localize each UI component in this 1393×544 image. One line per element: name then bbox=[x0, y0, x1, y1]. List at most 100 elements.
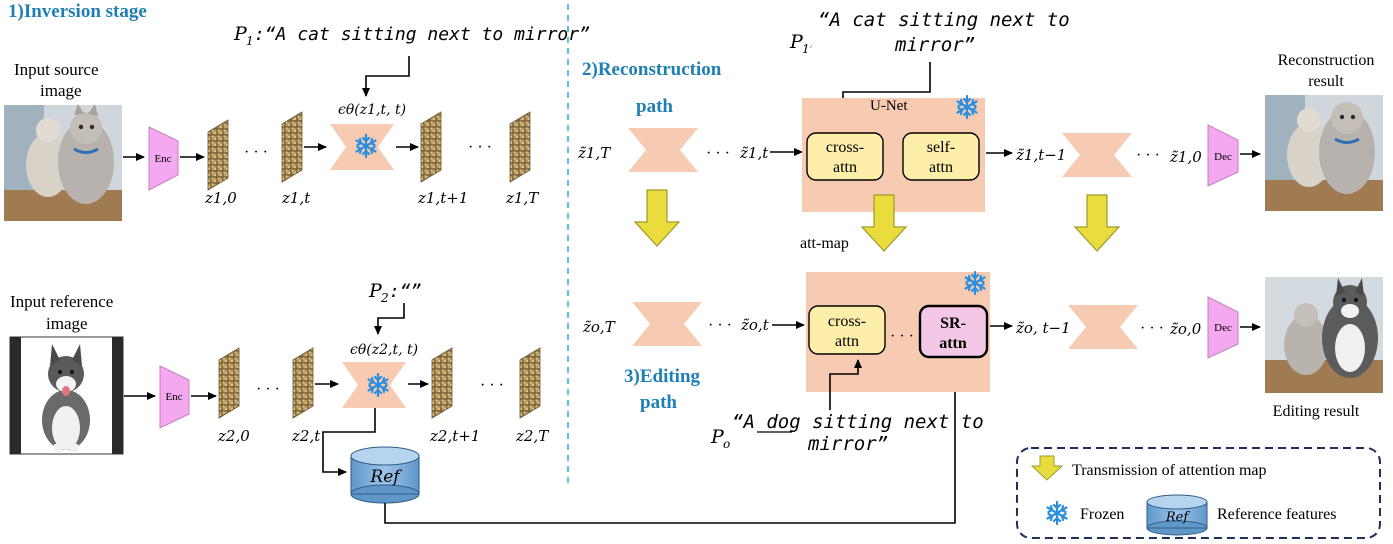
reconstruction-path-label: path bbox=[636, 96, 673, 117]
reference-image-label-line2: image bbox=[46, 314, 88, 333]
legend-transmission-label: Transmission of attention map bbox=[1072, 462, 1267, 479]
editing-result-image bbox=[1265, 277, 1383, 393]
edit-ellipsis-2: · · · bbox=[1140, 320, 1164, 337]
edit-prompt-var: P bbox=[710, 426, 725, 448]
edit-z-out: z̃o, t−1 bbox=[1015, 319, 1071, 337]
svg-text::: : bbox=[810, 43, 812, 50]
edit-small-unet-1 bbox=[632, 302, 702, 346]
recon-self-attn-box bbox=[902, 132, 980, 181]
editing-path-label: path bbox=[640, 392, 677, 413]
z-label-z2t1: z2,t+1 bbox=[429, 427, 480, 445]
unet-label: U-Net bbox=[870, 98, 908, 114]
recon-self-attn-line1: self- bbox=[927, 139, 955, 156]
z-label-z20: z2,0 bbox=[217, 427, 250, 445]
recon-result-label-line1: Reconstruction bbox=[1278, 52, 1375, 69]
z-label-z10: z1,0 bbox=[204, 189, 237, 207]
source-image-label-line2: image bbox=[40, 81, 82, 100]
z-label-z1t: z1,t bbox=[281, 189, 311, 207]
prompt1-sub: 1 bbox=[246, 34, 254, 48]
edit-cross-attn-line1: cross- bbox=[828, 313, 866, 330]
edit-prompt-sub: o bbox=[723, 437, 730, 451]
legend-ref-cylinder-icon bbox=[1146, 494, 1208, 536]
edit-inner-ellipsis: · · · bbox=[890, 328, 914, 345]
att-map-label: att-map bbox=[800, 235, 849, 252]
recon-small-unet-2 bbox=[1062, 133, 1132, 177]
unet-inversion-top bbox=[330, 124, 394, 170]
recon-z-mid: z̃1,t bbox=[739, 144, 769, 162]
encoder-bottom-label: Enc bbox=[165, 391, 182, 403]
ref-label: Ref bbox=[369, 467, 402, 487]
edit-z-final: z̃o,0 bbox=[1169, 320, 1202, 338]
transmission-arrow-left bbox=[634, 189, 680, 247]
recon-cross-attn-line1: cross- bbox=[826, 139, 864, 156]
edit-prompt-line2: mirror” bbox=[807, 433, 888, 455]
decoder-bottom-label: Dec bbox=[1214, 322, 1232, 334]
prompt1-var: P bbox=[233, 23, 248, 45]
prompt2-var: P bbox=[368, 280, 383, 302]
ellipsis-bottom-2: · · · bbox=[480, 377, 504, 394]
z-label-z1T: z1,T bbox=[505, 189, 539, 207]
recon-prompt-line1: “A cat sitting next to bbox=[818, 9, 1070, 31]
legend-transmission-arrow bbox=[1030, 455, 1064, 481]
legend-ref-label: Reference features bbox=[1217, 506, 1336, 523]
ellipsis-top-2: · · · bbox=[468, 139, 492, 156]
decoder-top-label: Dec bbox=[1214, 151, 1232, 163]
latent-z1T bbox=[509, 111, 531, 183]
source-image-label-line1: Input source bbox=[14, 60, 99, 79]
legend-frozen-label: Frozen bbox=[1080, 506, 1124, 523]
edit-cross-attn-line2: attn bbox=[835, 333, 859, 350]
recon-prompt-sub: 1 bbox=[802, 42, 810, 56]
reference-features-store bbox=[350, 446, 420, 504]
edit-cross-attn-box bbox=[808, 305, 886, 355]
latent-z2T bbox=[519, 347, 541, 419]
reference-image-label-line1: Input reference bbox=[10, 292, 113, 311]
eps-top-label: ϵθ(z1,t, t) bbox=[338, 102, 406, 118]
z-label-z2T: z2,T bbox=[515, 427, 549, 445]
sr-attn-line2: attn bbox=[939, 335, 967, 352]
latent-z20 bbox=[218, 347, 240, 419]
frozen-snowflake-icon bbox=[1046, 500, 1068, 526]
decoder-bottom bbox=[1207, 296, 1239, 359]
edit-ellipsis-1: · · · bbox=[708, 317, 732, 334]
sr-attn-box bbox=[918, 304, 989, 359]
recon-ellipsis-2: · · · bbox=[1136, 147, 1160, 164]
latent-z2t1 bbox=[431, 347, 453, 419]
recon-ellipsis-1: · · · bbox=[706, 145, 730, 162]
recon-z-final: z̃1,0 bbox=[1169, 148, 1202, 166]
editing-result-label: Editing result bbox=[1273, 403, 1360, 420]
recon-result-label-line2: result bbox=[1308, 73, 1344, 90]
prompt2-text: :“” bbox=[389, 281, 422, 302]
recon-small-unet-1 bbox=[628, 128, 698, 172]
prompt2-sub: 2 bbox=[380, 291, 389, 305]
latent-z1t1 bbox=[420, 111, 442, 183]
recon-prompt-line2: mirror” bbox=[894, 34, 975, 56]
ellipsis-top-1: · · · bbox=[244, 144, 268, 161]
encoder-top-label: Enc bbox=[154, 153, 171, 165]
reference-dog-image bbox=[9, 336, 124, 455]
prompt1-text: :“A cat sitting next to mirror” bbox=[254, 24, 590, 45]
recon-cross-attn-line2: attn bbox=[833, 159, 857, 176]
edit-prompt-line1: “A dog sitting next to bbox=[732, 411, 984, 433]
z-label-z2t: z2,t bbox=[291, 427, 321, 445]
edit-small-unet-2 bbox=[1068, 305, 1138, 349]
recon-self-attn-line2: attn bbox=[929, 159, 953, 176]
recon-cross-attn-box bbox=[806, 132, 884, 181]
recon-prompt-var: P bbox=[789, 31, 804, 53]
edit-z-mid: z̃o,t bbox=[740, 316, 770, 334]
reconstruction-title: 2)Reconstruction bbox=[582, 59, 722, 80]
latent-z2t bbox=[292, 347, 314, 419]
recon-z-out: z̃1,t−1 bbox=[1015, 146, 1066, 164]
encoder-bottom bbox=[159, 365, 190, 429]
latent-z10 bbox=[207, 119, 229, 191]
eps-bottom-label: ϵθ(z2,t, t) bbox=[350, 342, 418, 358]
encoder-top bbox=[148, 126, 179, 191]
unet-inversion-bottom bbox=[342, 362, 406, 408]
source-cat-image bbox=[4, 104, 122, 221]
sr-attn-line1: SR- bbox=[940, 315, 966, 332]
z-label-z1t1: z1,t+1 bbox=[417, 189, 468, 207]
decoder-top bbox=[1207, 124, 1239, 187]
inversion-stage-title: 1)Inversion stage bbox=[8, 1, 147, 22]
reconstruction-result-image bbox=[1265, 95, 1383, 211]
latent-z1t bbox=[281, 111, 303, 183]
